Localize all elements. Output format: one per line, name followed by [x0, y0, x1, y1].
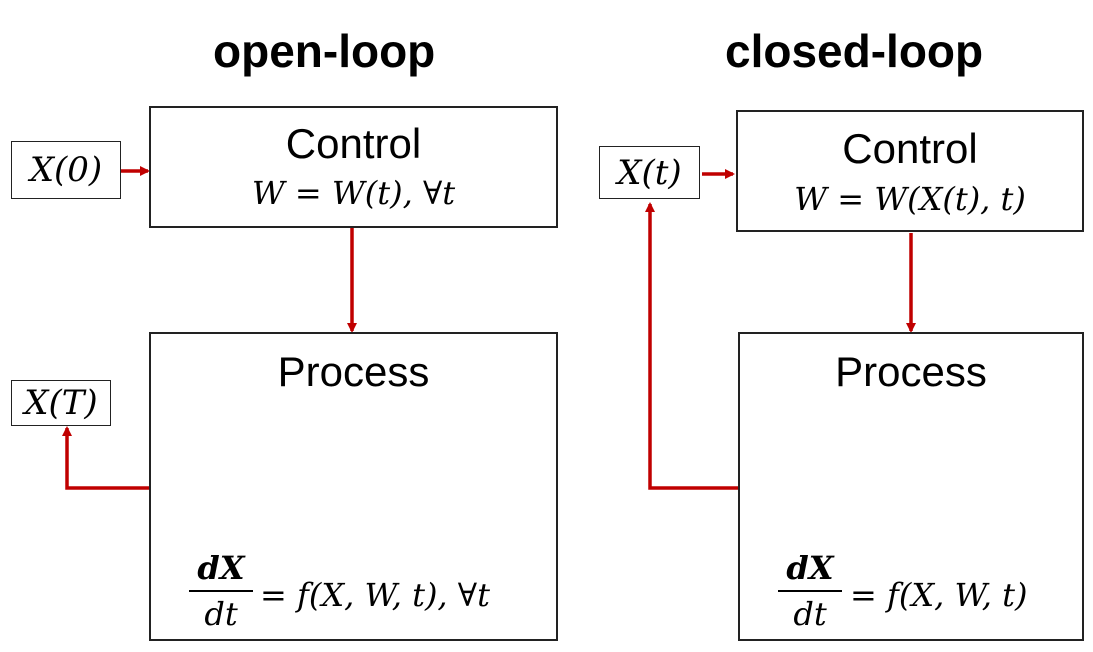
- closed-process-box: Process: [738, 332, 1084, 641]
- closed-process-title: Process: [835, 348, 987, 395]
- closed-control-equation: W = W(X(t), t): [794, 180, 1026, 218]
- derivative-numerator: dX: [197, 549, 245, 587]
- closed-control-title: Control: [842, 125, 978, 172]
- closed-feedback-arrow: [645, 202, 738, 490]
- closed-control-box: Control W = W(X(t), t): [736, 110, 1084, 232]
- open-process-box: Process: [149, 332, 558, 641]
- open-output-state: X(T): [11, 380, 111, 426]
- derivative-numerator: dX: [786, 549, 834, 587]
- fraction-bar: [189, 590, 253, 592]
- fraction-bar: [778, 590, 842, 592]
- open-process-equation: = f(X, W, t), ∀t: [260, 576, 490, 614]
- closed-process-equation: = f(X, W, t): [850, 576, 1028, 614]
- open-control-equation: W = W(t), ∀t: [251, 174, 456, 212]
- open-control-box: Control W = W(t), ∀t: [149, 106, 558, 228]
- open-derivative: dX dt: [189, 548, 253, 632]
- open-process-title: Process: [277, 348, 430, 395]
- open-loop-heading: open-loop: [213, 25, 436, 77]
- derivative-denominator: dt: [204, 595, 238, 633]
- closed-input-state: X(t): [599, 146, 700, 199]
- closed-loop-heading: closed-loop: [725, 25, 984, 77]
- open-input-state: X(0): [11, 141, 121, 199]
- open-control-title: Control: [285, 120, 422, 167]
- open-output-arrow: [62, 426, 150, 490]
- closed-derivative: dX dt: [778, 548, 842, 632]
- derivative-denominator: dt: [793, 595, 827, 633]
